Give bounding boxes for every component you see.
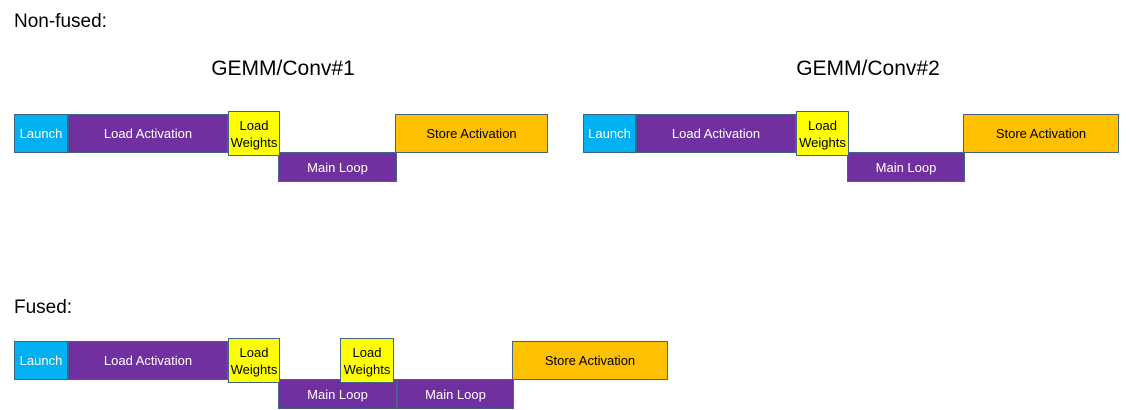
bar-label-line2: Weights [230,134,278,150]
bar-load-activation-fused[interactable]: Load Activation [68,341,228,380]
bar-launch-fused[interactable]: Launch [14,341,68,380]
bar-launch-gemm1[interactable]: Launch [14,114,68,153]
bar-label-line1: Load [808,117,837,133]
bar-load-weights-2-fused[interactable]: Load Weights [340,338,394,383]
bar-label-line2: Weights [230,361,278,377]
bar-label-line1: Load [352,344,382,360]
section-label-non-fused: Non-fused: [14,11,107,32]
bar-label: Store Activation [426,126,517,141]
bar-load-activation-gemm2[interactable]: Load Activation [636,114,796,153]
bar-store-activation-fused[interactable]: Store Activation [512,341,668,380]
bar-main-loop-gemm1[interactable]: Main Loop [278,152,397,182]
bar-launch-gemm2[interactable]: Launch [583,114,636,153]
bar-label: Store Activation [544,353,636,368]
section-label-fused: Fused: [14,297,73,318]
bar-label: Main Loop [425,386,486,402]
bar-main-loop-1-fused[interactable]: Main Loop [278,379,397,409]
bar-label: Main Loop [307,386,368,402]
bar-main-loop-gemm2[interactable]: Main Loop [847,152,965,182]
bar-store-activation-gemm1[interactable]: Store Activation [395,114,548,153]
bar-store-activation-gemm2[interactable]: Store Activation [963,114,1119,153]
bar-label: Store Activation [995,126,1087,141]
group-title-gemm-conv-2: GEMM/Conv#2 [796,57,940,80]
bar-label: Launch [19,126,63,141]
bar-label: Main Loop [875,159,937,175]
bar-label-line1: Load [239,117,269,133]
bar-load-weights-gemm1[interactable]: Load Weights [228,111,280,156]
bar-main-loop-2-fused[interactable]: Main Loop [397,379,514,409]
bar-label: Load Activation [671,126,761,141]
bar-label: Load Activation [103,126,193,141]
bar-label-line2: Weights [343,361,391,377]
bar-load-activation-gemm1[interactable]: Load Activation [68,114,228,153]
bar-load-weights-gemm2[interactable]: Load Weights [796,111,849,156]
bar-load-weights-1-fused[interactable]: Load Weights [228,338,280,383]
bar-label: Launch [588,126,631,141]
bar-label: Main Loop [307,159,368,175]
bar-label: Load Activation [103,353,193,368]
bar-label: Launch [19,353,63,368]
bar-label-line1: Load [239,344,269,360]
group-title-gemm-conv-1: GEMM/Conv#1 [211,57,355,80]
bar-label-line2: Weights [799,134,846,150]
